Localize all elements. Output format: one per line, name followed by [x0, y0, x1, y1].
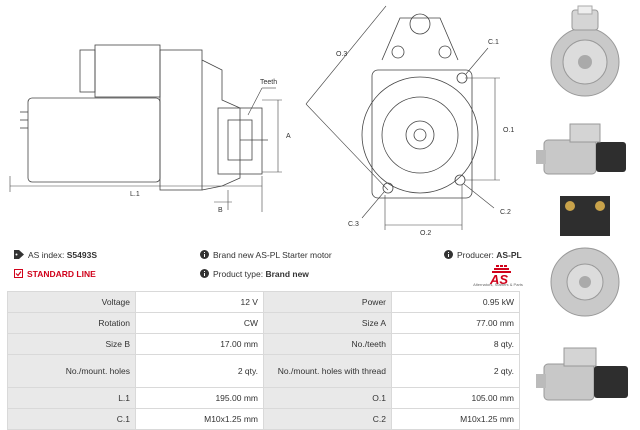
svg-text:AS: AS — [489, 272, 508, 287]
label-l1: L.1 — [130, 191, 140, 198]
table-row: Voltage 12 V Power 0.95 kW — [6, 291, 520, 313]
motor-body — [27, 97, 161, 183]
table-row: C.1 M10x1.25 mm C.2 M10x1.25 mm — [6, 408, 520, 430]
product-photos — [536, 5, 628, 401]
as-index-value: S5493S — [66, 250, 98, 260]
info-icon — [200, 250, 209, 261]
product-photo-side-alt[interactable] — [536, 347, 628, 401]
standard-line: STANDARD LINE — [14, 269, 96, 280]
label-teeth: Teeth — [260, 79, 277, 86]
table-row: No./mount. holes 2 qty. No./mount. holes… — [6, 354, 520, 388]
label-o3: O.3 — [336, 51, 347, 58]
info-icon — [200, 269, 209, 280]
label-b: B — [218, 207, 223, 214]
tag-icon — [14, 250, 24, 261]
checkbox-icon — [14, 269, 23, 280]
label-a: A — [286, 133, 291, 140]
info-icon — [444, 250, 453, 261]
label-o2: O.2 — [420, 230, 431, 237]
label-c1: C.1 — [488, 39, 499, 46]
table-row: L.1 195.00 mm O.1 105.00 mm — [6, 387, 520, 409]
solenoid — [94, 44, 161, 98]
table-row: Size B 17.00 mm No./teeth 8 qty. — [6, 333, 520, 355]
producer-value: AS-PL — [496, 250, 522, 260]
product-photo-front[interactable] — [550, 5, 620, 97]
as-pl-logo: AS — [489, 265, 511, 287]
product-type: Product type: Brand new — [200, 269, 309, 280]
producer: Producer: AS-PL — [444, 250, 522, 261]
table-row: Rotation CW Size A 77.00 mm — [6, 312, 520, 334]
label-o1: O.1 — [503, 127, 514, 134]
technical-drawing: Teeth A B L.1 O.1 O.2 O.3 C.1 C.2 C.3 — [9, 5, 514, 237]
logo-subtitle: Alternators, Starters & Parts — [473, 282, 523, 287]
label-c3: C.3 — [348, 221, 359, 228]
product-photo-rear[interactable] — [550, 196, 620, 317]
product-type-value: Brand new — [265, 269, 309, 279]
label-c2: C.2 — [500, 209, 511, 216]
product-photo-side[interactable] — [536, 123, 626, 175]
spec-table: Voltage 12 V Power 0.95 kW Rotation CW S… — [6, 291, 520, 430]
brand-description: Brand new AS-PL Starter motor — [200, 250, 332, 261]
as-index: AS index: S5493S — [14, 250, 97, 261]
